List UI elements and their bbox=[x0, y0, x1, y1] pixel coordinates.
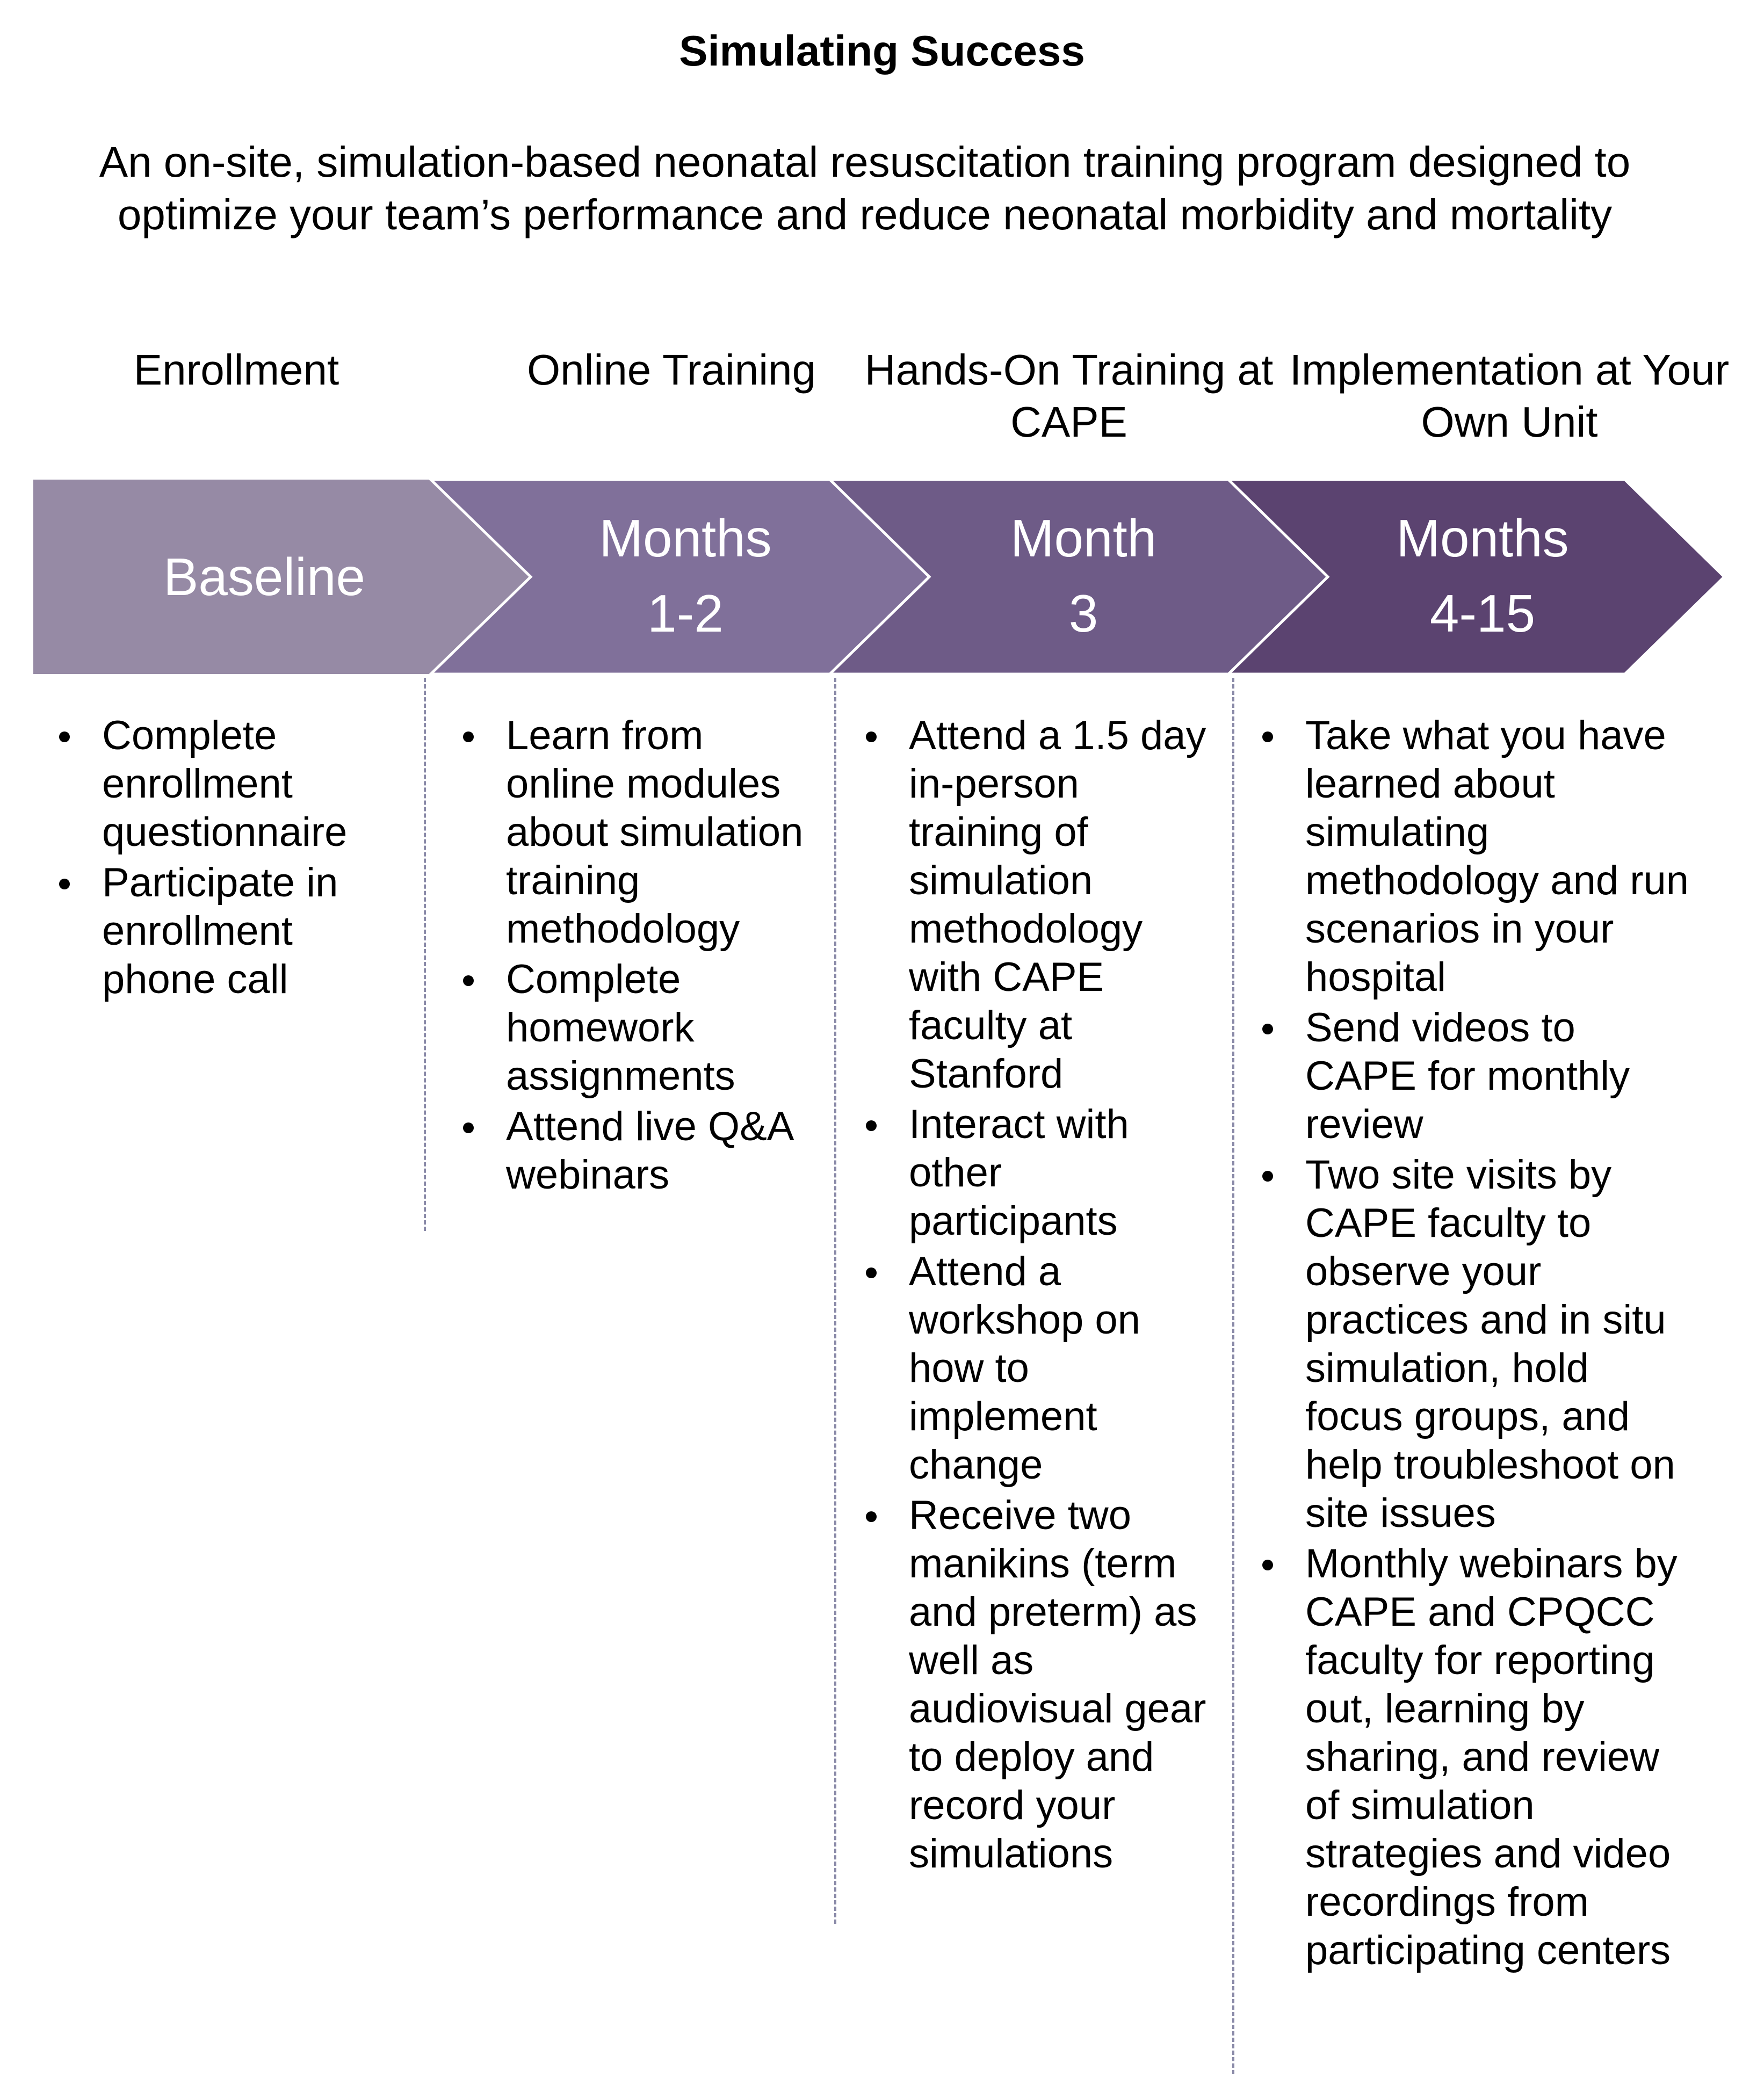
phase-label-enrollment: Enrollment bbox=[133, 346, 339, 394]
stage-label-months-4-15-line-2: 4-15 bbox=[1430, 584, 1535, 643]
list-item: Interact with other participants bbox=[866, 1100, 1210, 1245]
column-divider bbox=[424, 678, 426, 1231]
phase-label-online-training: Online Training bbox=[526, 346, 816, 394]
stage-label-months-1-2-line-2: 1-2 bbox=[647, 584, 724, 643]
column-divider bbox=[834, 678, 836, 1924]
hands-on-training-task-list: Attend a 1.5 day in-person training of s… bbox=[866, 712, 1210, 1880]
diagram-title: Simulating Success bbox=[679, 27, 1085, 75]
list-item: Monthly webinars by CAPE and CPQCC facul… bbox=[1262, 1540, 1692, 1975]
stage-label-baseline: Baseline bbox=[163, 547, 365, 606]
list-item: Take what you have learned about simulat… bbox=[1262, 712, 1692, 1002]
list-item: Two site visits by CAPE faculty to obser… bbox=[1262, 1151, 1692, 1538]
stage-label-months-1-2-line-1: Months bbox=[599, 509, 771, 568]
list-item: Attend a 1.5 day in-person training of s… bbox=[866, 712, 1210, 1098]
stage-label-months-4-15-line-1: Months bbox=[1396, 509, 1568, 568]
stage-label-month-3-line-2: 3 bbox=[1069, 584, 1098, 643]
stage-shape-baseline bbox=[33, 480, 531, 674]
phase-label-implementation: Implementation at Your Own Unit bbox=[1289, 346, 1730, 446]
timeline-arrow: Baseline Months 1-2 Month 3 Months 4-15 bbox=[33, 478, 1726, 676]
list-item: Send videos to CAPE for monthly review bbox=[1262, 1004, 1692, 1149]
online-training-task-list: Learn from online modules about simulati… bbox=[463, 712, 807, 1201]
list-item: Complete enrollment questionnaire bbox=[59, 712, 392, 857]
phase-label-hands-on-training: Hands-On Training at CAPE bbox=[864, 346, 1274, 446]
list-item: Receive two manikins (term and preterm) … bbox=[866, 1491, 1210, 1878]
implementation-task-list: Take what you have learned about simulat… bbox=[1262, 712, 1692, 1977]
list-item: Participate in enrollment phone call bbox=[59, 859, 392, 1004]
stage-shape-months-4-15 bbox=[1225, 478, 1726, 676]
enrollment-task-list: Complete enrollment questionnaire Partic… bbox=[59, 712, 392, 1006]
list-item: Attend a workshop on how to implement ch… bbox=[866, 1248, 1210, 1489]
column-divider bbox=[1232, 678, 1234, 2074]
diagram-subtitle: An on-site, simulation-based neonatal re… bbox=[99, 138, 1631, 238]
list-item: Complete homework assignments bbox=[463, 955, 807, 1100]
stage-label-month-3-line-1: Month bbox=[1010, 509, 1156, 568]
list-item: Attend live Q&A webinars bbox=[463, 1103, 807, 1199]
list-item: Learn from online modules about simulati… bbox=[463, 712, 807, 953]
